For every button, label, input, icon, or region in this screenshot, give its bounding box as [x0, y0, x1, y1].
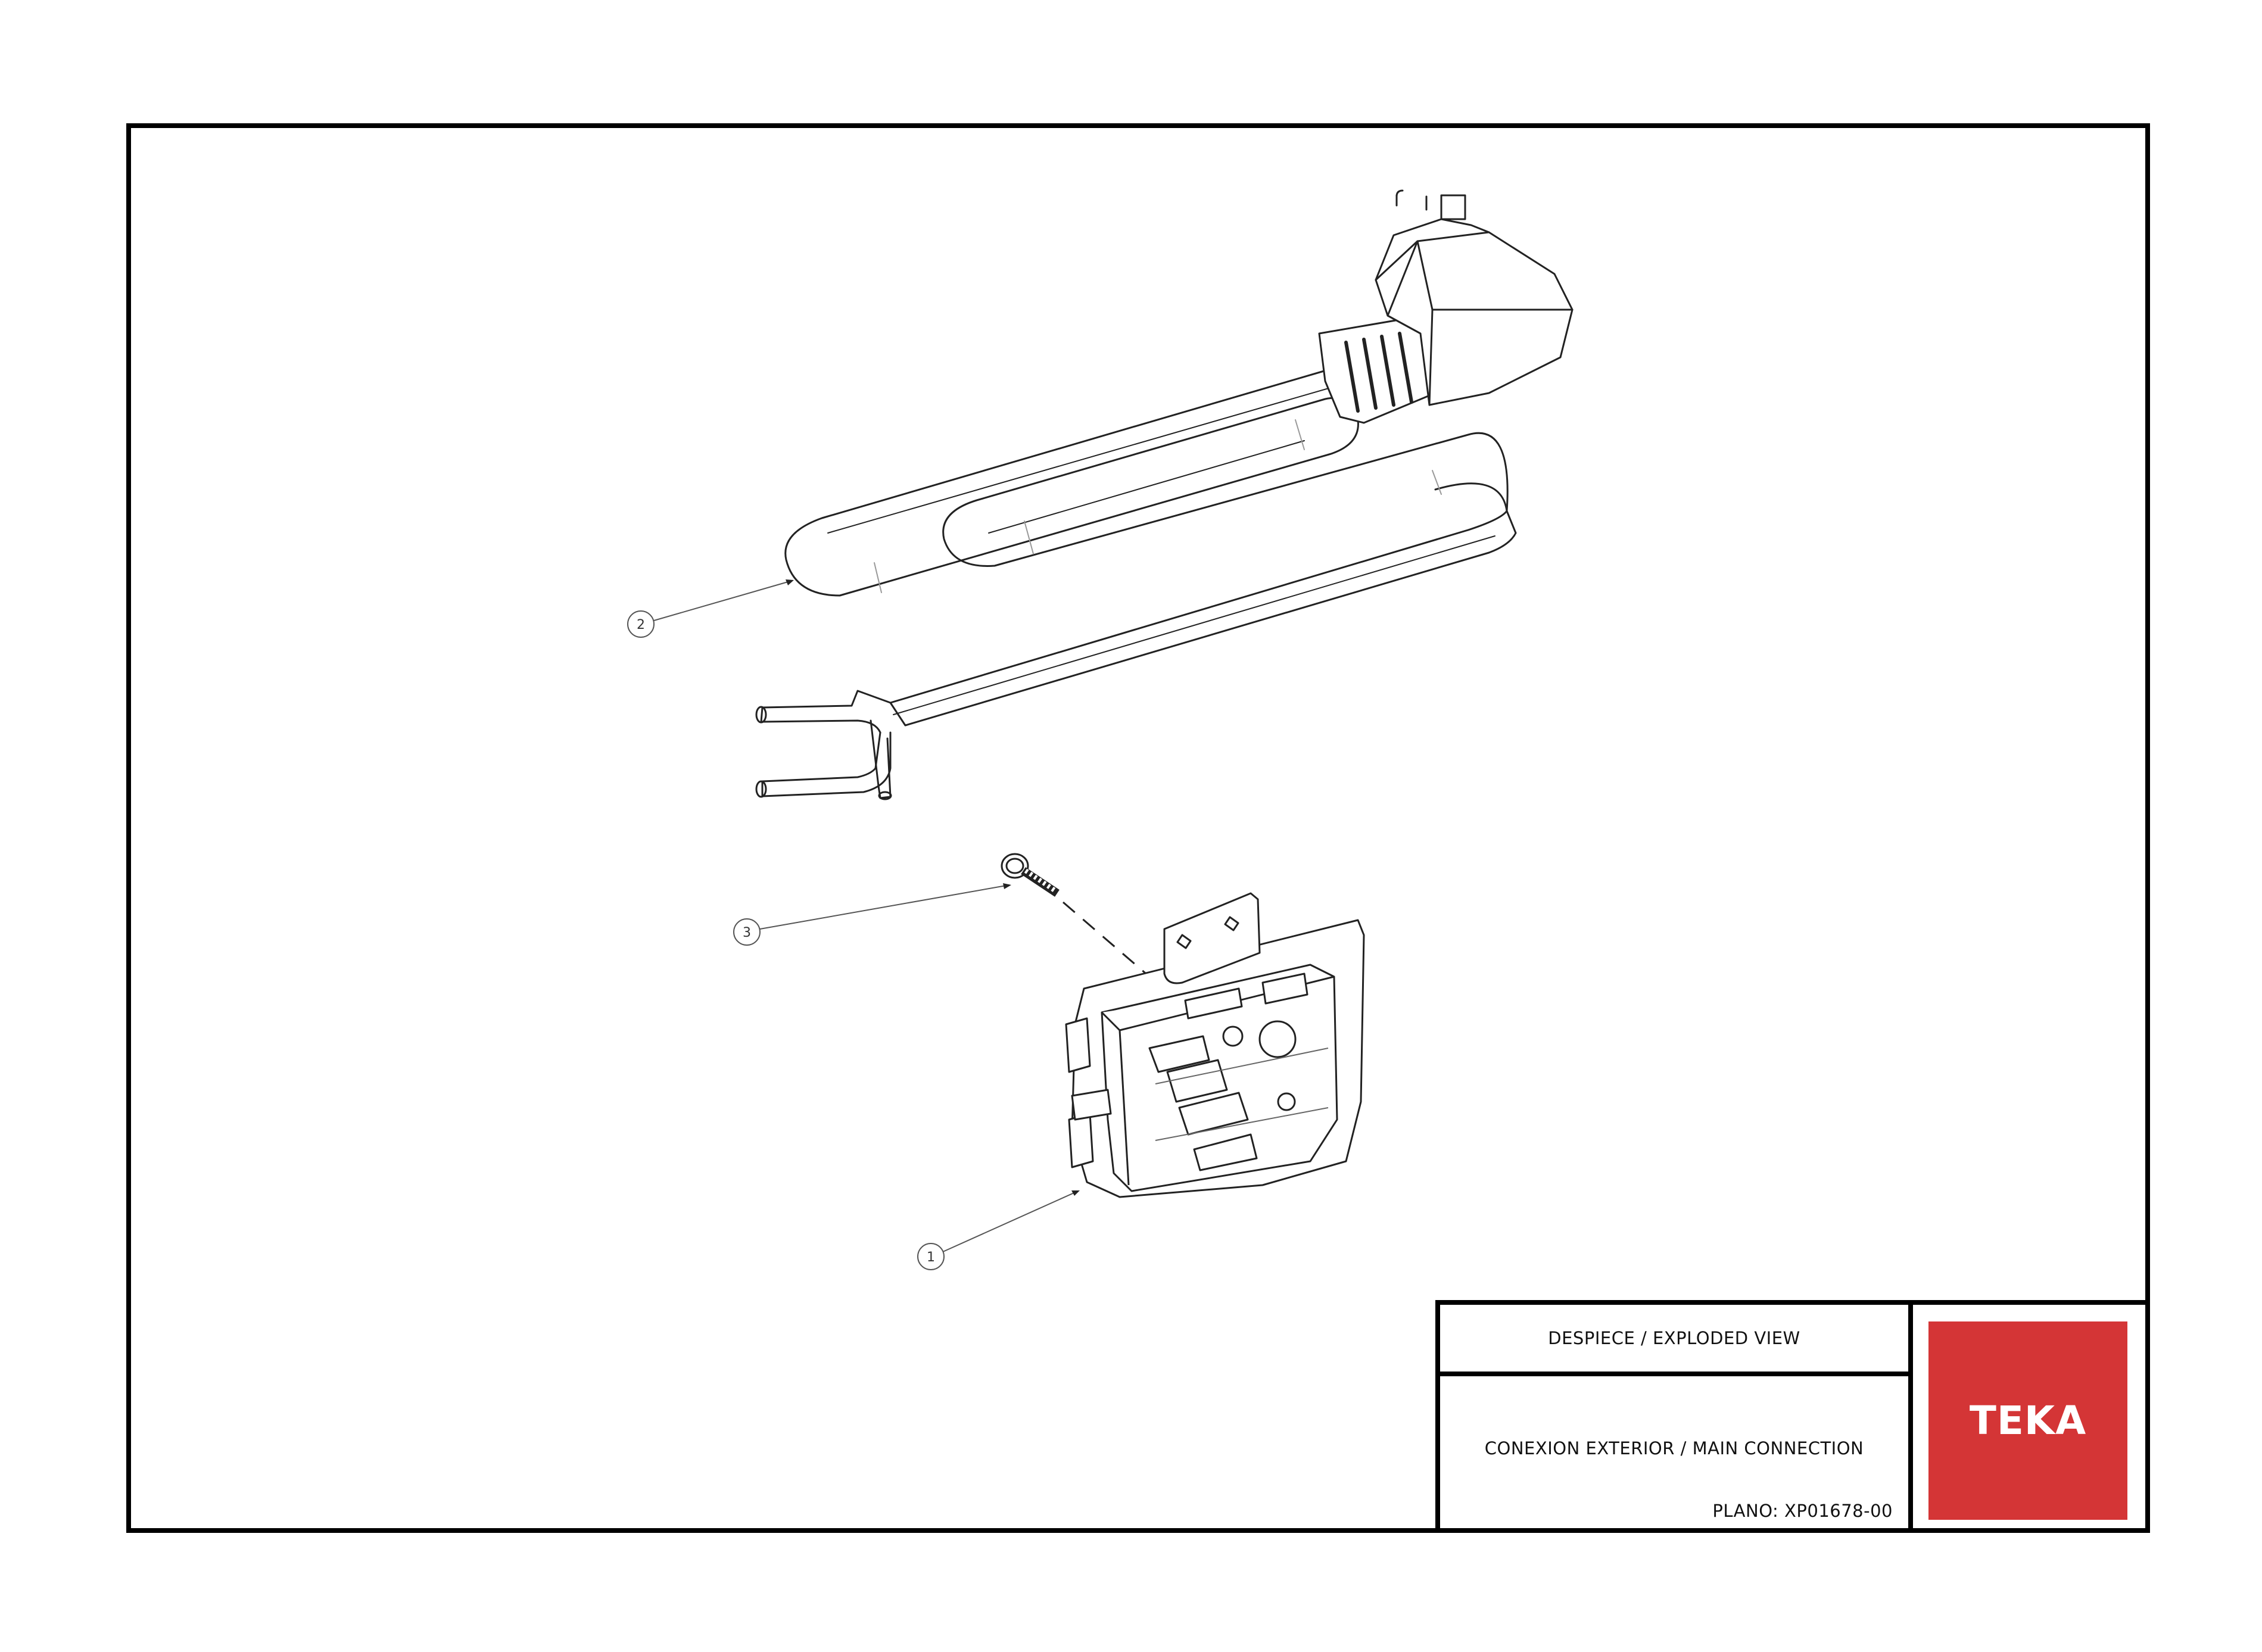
heating-element [755, 189, 1574, 800]
drawing-frame [126, 123, 2150, 1533]
teka-logo: TEKA [1928, 1321, 2127, 1520]
callout-2-label: 2 [637, 618, 645, 632]
callout-leaders [653, 580, 1079, 1252]
callout-2: 2 [627, 610, 655, 638]
drawing-type-title: DESPIECE / EXPLODED VIEW [1548, 1328, 1800, 1348]
screw [1001, 853, 1150, 978]
callout-1: 1 [917, 1243, 945, 1270]
leader-3 [759, 884, 1010, 930]
callout-3: 3 [733, 918, 761, 946]
leader-1 [942, 1190, 1079, 1252]
title-block-heading-cell: DESPIECE / EXPLODED VIEW [1435, 1300, 1913, 1376]
drawing-description: CONEXION EXTERIOR / MAIN CONNECTION [1484, 1438, 1864, 1458]
leader-2 [653, 580, 793, 621]
callout-arrowheads [786, 579, 1080, 1196]
plan-number: PLANO: XP01678-00 [1712, 1501, 1893, 1521]
title-block-description-cell: CONEXION EXTERIOR / MAIN CONNECTION PLAN… [1435, 1372, 1913, 1533]
title-block-logo-cell: TEKA [1908, 1300, 2150, 1533]
connector-block [1065, 892, 1365, 1198]
callout-3-label: 3 [743, 925, 751, 940]
callout-1-label: 1 [927, 1250, 935, 1265]
teka-logo-text: TEKA [1969, 1398, 2087, 1444]
